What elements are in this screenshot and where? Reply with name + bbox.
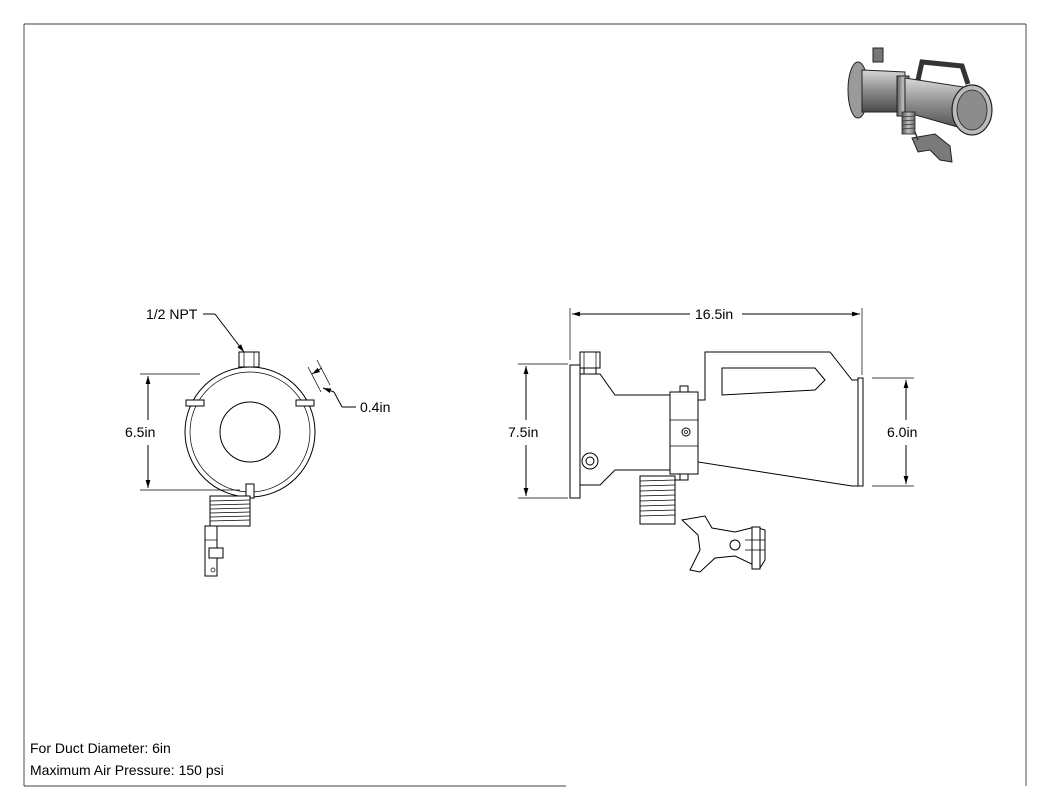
npt-fitting-side — [579, 351, 601, 369]
isometric-preview-image — [847, 47, 993, 163]
ground-clip-front — [204, 525, 224, 577]
coil-spring — [209, 495, 251, 527]
npt-label: 1/2 NPT — [146, 306, 198, 322]
max-pressure-note: Maximum Air Pressure: 150 psi — [30, 762, 224, 778]
slot-width-label: 0.4in — [360, 399, 390, 415]
npt-fitting — [238, 351, 260, 368]
sheet-border — [23, 23, 1027, 787]
center-bore — [219, 401, 281, 463]
duct-diameter-note: For Duct Diameter: 6in — [30, 740, 171, 756]
mounting-flange — [569, 364, 581, 499]
length-label: 16.5in — [695, 306, 733, 322]
height-label-front: 6.5in — [125, 424, 155, 440]
side-view: 16.5in 7.5in 6.0in — [508, 306, 917, 573]
slot-right — [295, 399, 315, 407]
front-view: 1/2 NPT 6.5in 0.4in — [125, 306, 390, 577]
ground-clip-side — [680, 515, 766, 573]
height-label-side: 7.5in — [508, 424, 538, 440]
slot-left — [185, 399, 205, 407]
outlet-diameter-label: 6.0in — [887, 424, 917, 440]
coil-spring-side — [639, 475, 686, 525]
handle-cutout — [721, 367, 826, 396]
